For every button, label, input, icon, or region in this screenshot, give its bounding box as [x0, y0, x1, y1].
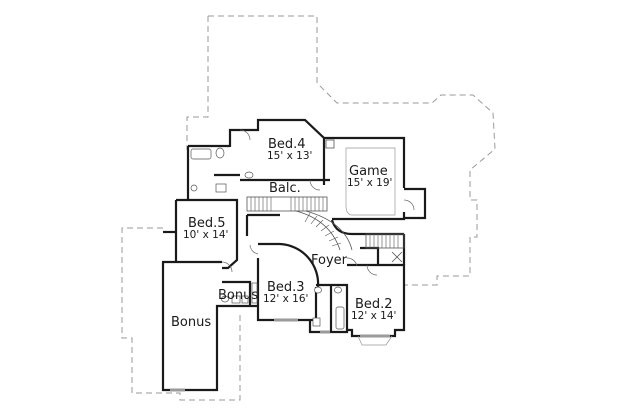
- stairs-balcony: [246, 196, 328, 212]
- room-dimensions-game: 15' x 19': [347, 177, 393, 189]
- room-label-bed2: Bed.2: [355, 297, 393, 312]
- walls: [161, 118, 427, 392]
- room-dimensions-bed5: 10' x 14': [183, 229, 229, 241]
- lower-level-outline: [121, 15, 496, 401]
- stairs-right: [365, 233, 405, 263]
- windows: [170, 318, 393, 392]
- room-label-bed4: Bed.4: [268, 137, 306, 152]
- room-label-bonus-small: Bonus: [218, 288, 259, 303]
- room-dimensions-bed3: 12' x 16': [263, 293, 309, 305]
- room-dimensions-bed2: 12' x 14': [351, 310, 397, 322]
- game-room-detail: [325, 139, 415, 216]
- room-label-foyer: Foyer: [311, 253, 348, 268]
- room-label-bonus-large: Bonus: [171, 315, 212, 330]
- doors: [221, 129, 378, 276]
- room-label-bed5: Bed.5: [188, 216, 226, 231]
- room-label-game: Game: [349, 164, 388, 179]
- bath-fixtures: [190, 147, 345, 330]
- room-label-balcony: Balc.: [269, 181, 301, 196]
- stairs-curved: [295, 210, 353, 251]
- room-dimensions-bed4: 15' x 13': [267, 150, 313, 162]
- room-label-bed3: Bed.3: [267, 280, 305, 295]
